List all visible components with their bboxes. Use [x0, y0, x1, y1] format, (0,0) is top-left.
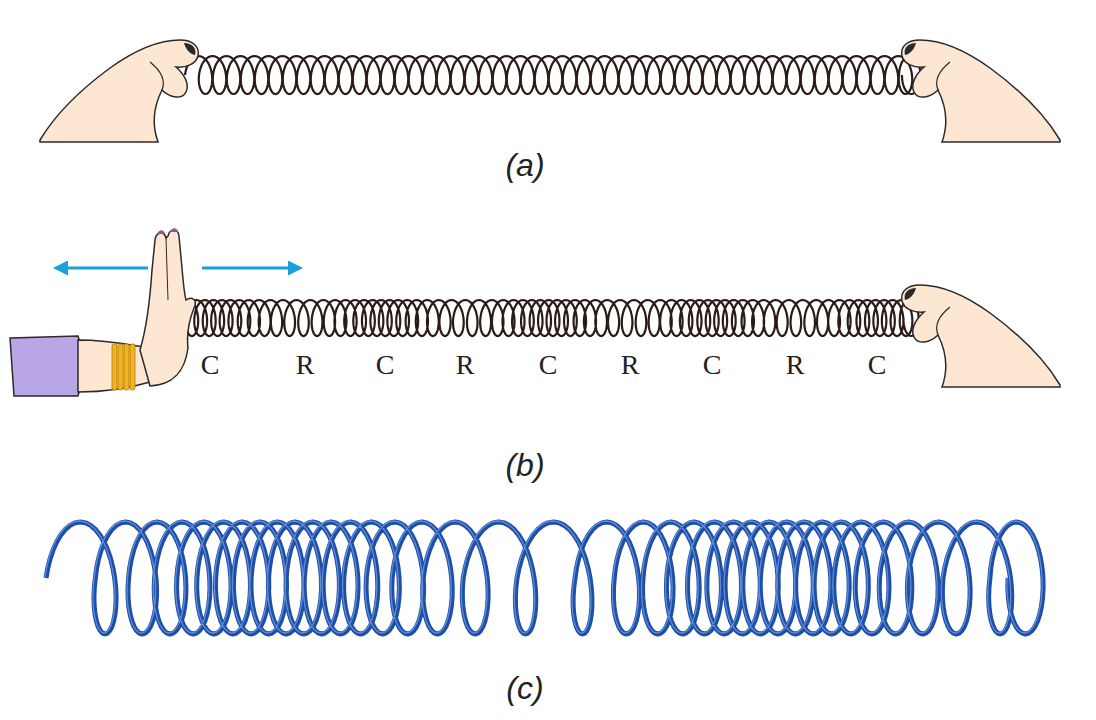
- finger-line: [937, 307, 950, 335]
- fingernail: [184, 43, 195, 55]
- wave-region-label: C: [539, 351, 558, 379]
- fingernail: [905, 43, 916, 55]
- wave-region-label: C: [868, 351, 887, 379]
- left-hand: [40, 40, 198, 142]
- hand-outline: [902, 40, 1060, 142]
- fingernail: [170, 228, 178, 232]
- finger-line: [937, 62, 950, 90]
- part-label: (a): [505, 149, 544, 181]
- bangle: [130, 344, 135, 390]
- finger-line: [166, 238, 168, 300]
- motion-arrow: [202, 267, 300, 270]
- slinky-coil: [185, 56, 921, 94]
- hand-outline: [902, 285, 1060, 387]
- wave-region-label: R: [456, 351, 475, 379]
- coil-highlight: [45, 521, 1042, 633]
- bangle: [118, 344, 123, 390]
- spring-c: [45, 521, 1043, 634]
- wave-region-label: R: [786, 351, 805, 379]
- fingernail: [905, 288, 916, 300]
- motion-arrow: [56, 267, 148, 270]
- finger-line: [150, 62, 163, 90]
- bangle: [124, 344, 129, 390]
- bangle: [112, 344, 117, 390]
- slinky-coil: [177, 300, 919, 336]
- spring-b: [10, 228, 1060, 396]
- right-hand: [902, 285, 1060, 387]
- raised-hand: [140, 230, 195, 386]
- slinky-coil: [46, 522, 1043, 634]
- sleeve: [10, 336, 83, 396]
- hand-outline: [40, 40, 198, 142]
- arm: [78, 340, 150, 392]
- right-hand: [902, 40, 1060, 142]
- spring-a: [40, 40, 1060, 142]
- part-label: (b): [505, 449, 544, 481]
- fingernail: [157, 230, 165, 234]
- wave-region-label: C: [376, 351, 395, 379]
- wave-region-label: C: [703, 351, 722, 379]
- wave-region-label: R: [296, 351, 315, 379]
- part-label: (c): [506, 672, 543, 704]
- wave-region-label: C: [201, 351, 220, 379]
- wave-region-label: R: [621, 351, 640, 379]
